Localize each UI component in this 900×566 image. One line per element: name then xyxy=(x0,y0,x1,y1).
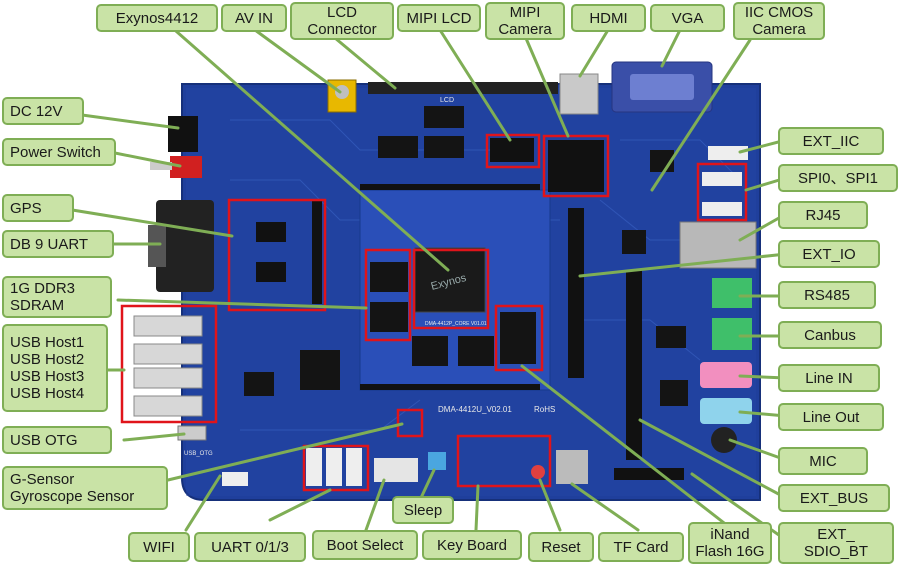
usb-ports xyxy=(133,315,203,417)
ext-io-header xyxy=(568,208,584,378)
ext-bus-header xyxy=(626,270,642,460)
line-in-jack xyxy=(700,362,752,388)
label-power-switch: Power Switch xyxy=(2,138,116,166)
label-key-board: Key Board xyxy=(422,530,522,560)
label-mipi-camera: MIPI Camera xyxy=(485,2,565,40)
label-boot-select: Boot Select xyxy=(312,530,418,560)
power-switch-part xyxy=(170,156,202,178)
label-uart: UART 0/1/3 xyxy=(194,532,306,562)
lcd-silk: LCD xyxy=(440,97,454,104)
label-ddr3-sdram: 1G DDR3 SDRAM xyxy=(2,276,112,318)
label-ext-bus: EXT_BUS xyxy=(778,484,890,512)
label-spi: SPI0、SPI1 xyxy=(778,164,898,192)
label-wifi: WIFI xyxy=(128,532,190,562)
label-line-in: Line IN xyxy=(778,364,880,392)
label-hdmi: HDMI xyxy=(571,4,646,32)
canbus-terminal xyxy=(712,318,752,350)
leader-lines xyxy=(58,15,788,542)
label-usb-otg: USB OTG xyxy=(2,426,112,454)
label-lcd-connector: LCD Connector xyxy=(290,2,394,40)
svg-text:USB_OTG: USB_OTG xyxy=(184,451,213,457)
label-rj45: RJ45 xyxy=(778,201,868,229)
label-sleep: Sleep xyxy=(392,496,454,524)
label-db9-uart: DB 9 UART xyxy=(2,230,114,258)
highlight-boxes xyxy=(120,133,748,492)
mic-part xyxy=(711,427,737,453)
label-g-sensor: G-Sensor Gyroscope Sensor xyxy=(2,466,168,510)
label-rs485: RS485 xyxy=(778,281,876,309)
label-mic: MIC xyxy=(778,447,868,475)
label-gps: GPS xyxy=(2,194,74,222)
label-ext-sdio-bt: EXT_ SDIO_BT xyxy=(778,522,894,564)
label-ext-io: EXT_IO xyxy=(778,240,880,268)
label-exynos4412: Exynos4412 xyxy=(96,4,218,32)
dc-jack xyxy=(168,116,198,152)
label-dc-12v: DC 12V xyxy=(2,97,84,125)
bottom-connectors xyxy=(222,448,684,486)
rs485-terminal xyxy=(712,278,752,308)
label-ext-iic: EXT_IIC xyxy=(778,127,884,155)
label-mipi-lcd: MIPI LCD xyxy=(397,4,481,32)
label-line-out: Line Out xyxy=(778,403,884,431)
label-vga: VGA xyxy=(650,4,725,32)
label-av-in: AV IN xyxy=(221,4,287,32)
label-reset: Reset xyxy=(528,532,594,562)
db9-port xyxy=(156,200,214,292)
label-usb-host: USB Host1 USB Host2 USB Host3 USB Host4 xyxy=(2,324,108,412)
label-inand-flash: iNand Flash 16G xyxy=(688,522,772,564)
label-canbus: Canbus xyxy=(778,321,882,349)
svg-text:DMA-4412P_CORE V01.01: DMA-4412P_CORE V01.01 xyxy=(425,321,487,327)
svg-text:DMA-4412U_V02.01: DMA-4412U_V02.01 xyxy=(438,405,512,414)
label-tf-card: TF Card xyxy=(598,532,684,562)
soc-chip xyxy=(414,247,486,313)
label-iic-cmos-camera: IIC CMOS Camera xyxy=(733,2,825,40)
hdmi-port xyxy=(559,73,599,115)
svg-text:RoHS: RoHS xyxy=(534,405,555,414)
usb-otg-port xyxy=(177,425,207,441)
lcd-connector-part xyxy=(368,82,558,94)
line-out-jack xyxy=(700,398,752,424)
